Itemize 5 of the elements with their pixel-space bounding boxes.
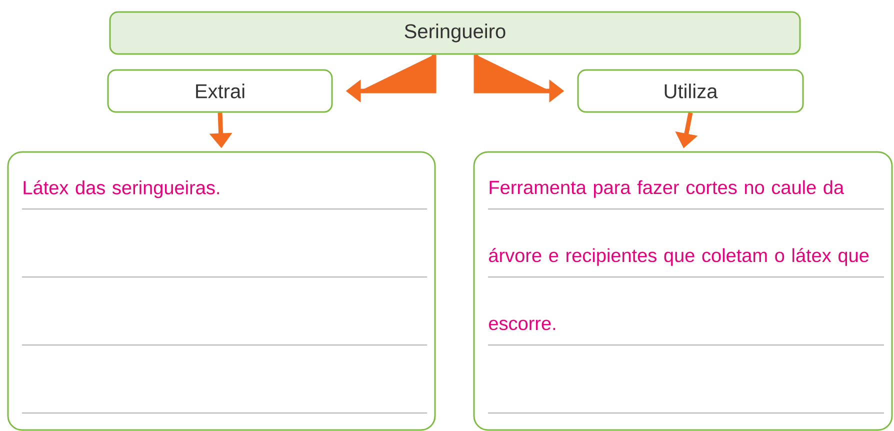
process-box: Utiliza [577,69,804,113]
title-box: Seringueiro [109,11,801,55]
answer-box: Látex das seringueiras. [7,151,436,431]
process-box: Extrai [107,69,333,113]
answer-box: Ferramenta para fazer cortes no caule da árvore e recipientes que coletam o látex que escorre. [473,151,893,431]
